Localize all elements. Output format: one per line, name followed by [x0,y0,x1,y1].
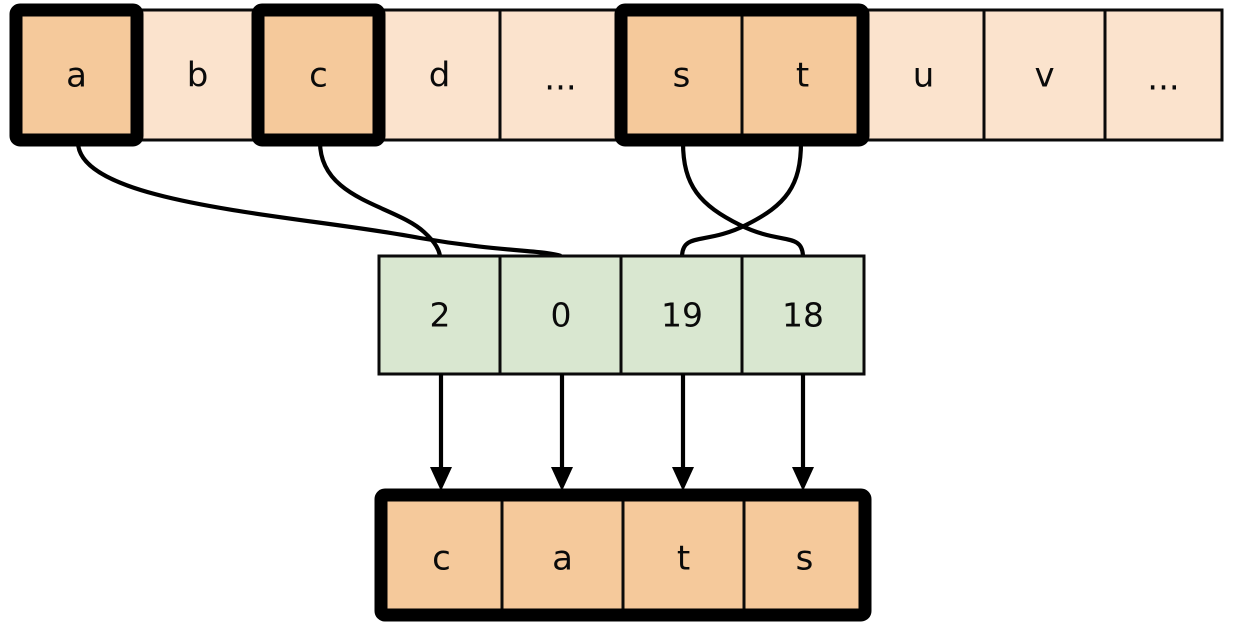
alphabet-cell-label: b [187,56,209,96]
output-cell-2[interactable]: t [621,493,746,617]
index-cell-0[interactable]: 2 [377,254,502,376]
link-s-to-18 [680,141,806,257]
alphabet-cell-5[interactable]: s [619,8,744,142]
output-highlight-frame [374,488,872,622]
alphabet-highlight-a [9,3,144,147]
arrow-slot-0 [430,374,452,491]
output-cell-0[interactable]: c [379,493,504,617]
output-cell-label: t [677,539,690,579]
index-cell-value: 0 [551,296,572,335]
index-cell-value: 19 [661,296,703,335]
alphabet-highlight-st [614,3,870,147]
letter-to-index-links [75,141,806,258]
alphabet-cell-1[interactable]: b [135,8,260,142]
index-to-output-arrows [430,374,814,491]
alphabet-cell-9[interactable]: ... [1103,8,1224,142]
link-a-to-0 [75,141,562,258]
index-cell-value: 2 [430,296,451,335]
alphabet-cell-label: u [913,56,935,96]
output-cell-label: c [432,539,451,579]
arrow-slot-1 [551,374,573,491]
arrow-slot-2 [672,374,694,491]
index-cell-value: 18 [782,296,824,335]
index-strip: 2 0 19 18 [377,254,866,376]
alphabet-cell-6[interactable]: t [740,8,865,142]
alphabet-cell-label: a [66,56,87,96]
link-c-to-2 [317,141,443,257]
index-cell-1[interactable]: 0 [498,254,623,376]
link-t-to-19 [679,141,804,257]
alphabet-cell-label: t [796,56,809,96]
alphabet-cell-label: ... [544,59,576,99]
output-cell-label: s [796,539,814,579]
alphabet-highlight-c [251,3,386,147]
alphabet-cell-label: c [309,56,328,96]
index-cell-2[interactable]: 19 [619,254,744,376]
alphabet-cell-3[interactable]: d [377,8,502,142]
alphabet-cell-label: v [1034,56,1054,96]
alphabet-cell-label: s [673,56,691,96]
output-cell-label: a [552,539,573,579]
index-cell-3[interactable]: 18 [740,254,866,376]
alphabet-cell-label: ... [1147,59,1179,99]
alphabet-cell-7[interactable]: u [861,8,986,142]
alphabet-cell-4[interactable]: ... [498,8,623,142]
alphabet-cell-8[interactable]: v [982,8,1107,142]
output-strip: c a t s [374,488,872,622]
output-cell-3[interactable]: s [742,493,867,617]
arrow-slot-3 [792,374,814,491]
alphabet-strip: a b c d ... s [9,3,1224,147]
output-cell-1[interactable]: a [500,493,625,617]
alphabet-cell-2[interactable]: c [256,8,381,142]
alphabet-cell-label: d [429,56,451,96]
alphabet-cell-0[interactable]: a [14,8,139,142]
